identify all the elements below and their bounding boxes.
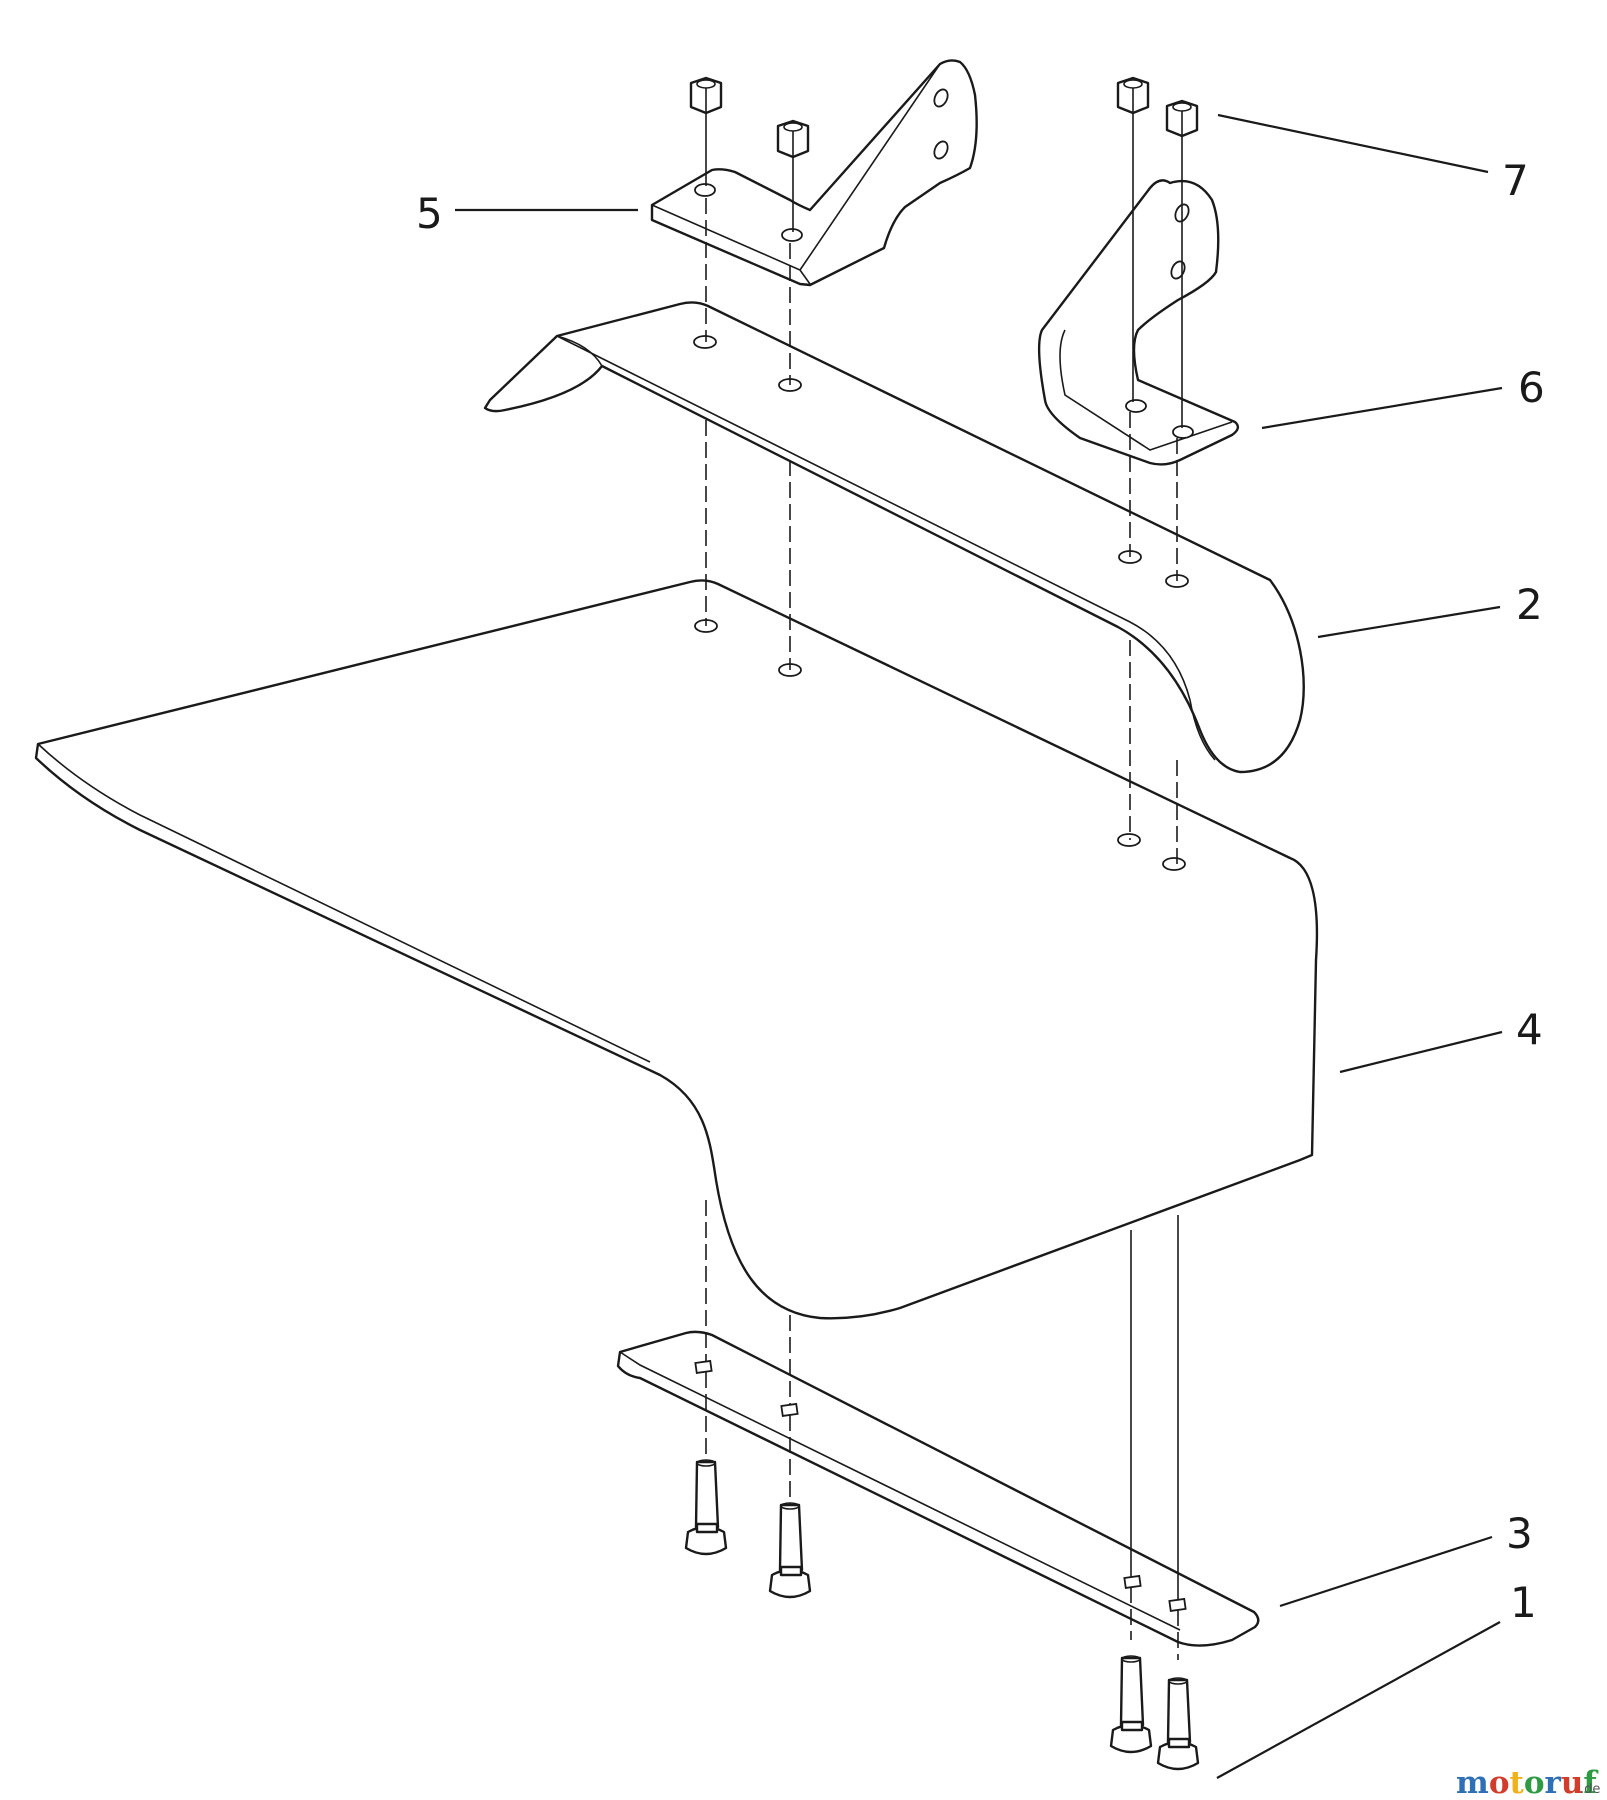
square-hole [1168,1597,1187,1612]
watermark-letter: o [1489,1765,1510,1800]
fastener-axes [705,113,1183,1660]
nut-part-7 [1165,99,1199,138]
svg-text:motoruf: motoruf [1456,1765,1598,1800]
leader-line-6 [1261,386,1503,430]
watermark-letter: f [1583,1765,1598,1800]
leader-line-2 [1317,605,1501,639]
watermark-letter: o [1524,1765,1545,1800]
leader-line-1 [1216,1621,1501,1779]
angle-bracket-part-5 [650,59,978,287]
bracket-hole [1125,399,1147,413]
watermark-logo: motoruf .de [1456,1765,1600,1800]
nut-part-7 [1116,76,1150,115]
watermark-letter: m [1456,1765,1489,1800]
plate-hole [1117,833,1141,847]
curved-bracket-part-2 [483,301,1305,774]
callout-7: 7 [1502,156,1529,205]
bolt-part-1 [1109,1655,1153,1754]
leader-line-4 [1339,1030,1503,1074]
watermark-letter: t [1510,1765,1525,1800]
square-hole [780,1402,799,1417]
watermark-letter: u [1561,1765,1584,1800]
bolt-part-1 [768,1502,812,1599]
bracket-hole [693,335,717,349]
callout-4: 4 [1516,1005,1543,1054]
bolt-part-1 [1156,1677,1200,1771]
bracket-hole [933,140,949,160]
bracket-hole [781,228,803,242]
square-hole [1123,1574,1142,1589]
callout-1: 1 [1510,1578,1537,1627]
leader-line-3 [1279,1535,1493,1608]
callout-3: 3 [1506,1509,1533,1558]
bottom-strip-part-3 [616,1330,1260,1647]
plate-hole [1162,857,1186,871]
angle-bracket-part-6 [1037,179,1240,466]
watermark-suffix: .de [1580,1782,1600,1797]
callout-labels: 5 7 6 2 4 3 1 [416,156,1545,1627]
bolt-part-1 [684,1459,728,1556]
nut-part-7 [689,76,723,115]
bracket-hole [933,88,949,108]
callout-5: 5 [416,189,443,238]
bracket-hole [1172,425,1194,439]
callout-6: 6 [1518,363,1545,412]
leader-line-7 [1217,113,1489,174]
bracket-hole [694,183,716,197]
deflector-plate-part-4 [34,579,1319,1320]
square-hole [694,1359,713,1374]
watermark-letter: r [1545,1765,1562,1800]
callout-2: 2 [1516,580,1543,629]
leader-lines [455,113,1503,1779]
nut-part-7 [776,119,810,159]
